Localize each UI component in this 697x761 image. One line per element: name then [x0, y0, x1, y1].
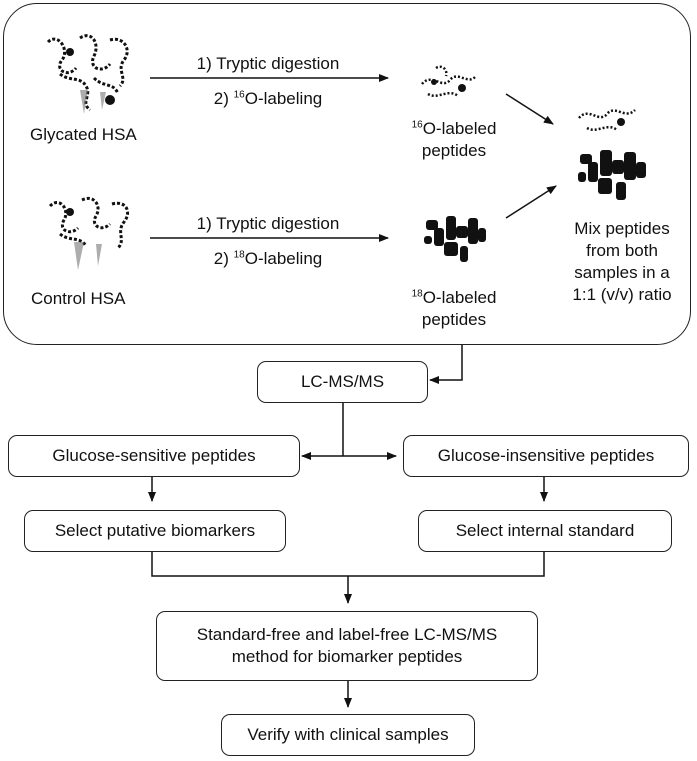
o18-labeled-peptides-label: 18O-labeled peptides	[411, 288, 497, 329]
control-hsa-structure-icon	[48, 197, 129, 270]
lcms-box: LC-MS/MS	[257, 361, 428, 403]
glucose-sensitive-box: Glucose-sensitive peptides	[8, 435, 300, 477]
select-internal-standard-box: Select internal standard	[418, 510, 672, 552]
arrow-o18-to-mix	[505, 185, 557, 219]
control-step2: 2) 18O-labeling	[213, 249, 323, 268]
glucose-insensitive-box: Glucose-insensitive peptides	[403, 435, 689, 477]
mix-peptides-label: Mix peptides from both samples in a 1:1 …	[572, 219, 672, 304]
select-biomarkers-box: Select putative biomarkers	[24, 510, 286, 552]
arrow-o16-to-mix	[505, 93, 554, 125]
glycated-step2: 2) 16O-labeling	[213, 89, 323, 108]
labeling-panel	[3, 3, 691, 345]
glycated-hsa-label: Glycated HSA	[30, 125, 137, 144]
o16-peptides-icon	[421, 65, 477, 98]
o16-labeled-peptides-label: 16O-labeled peptides	[411, 119, 497, 160]
method-box: Standard-free and label-free LC-MS/MS me…	[156, 611, 538, 681]
mixed-o16-peptides-icon	[578, 109, 636, 132]
mixed-o18-peptides-icon	[578, 150, 646, 200]
glycated-hsa-structure-icon	[46, 34, 129, 114]
verify-box: Verify with clinical samples	[221, 714, 475, 756]
o18-peptides-icon	[424, 216, 486, 262]
control-hsa-label: Control HSA	[31, 289, 126, 308]
glycated-step1: 1) Tryptic digestion	[196, 54, 340, 73]
method-line-1: Standard-free and label-free LC-MS/MS	[196, 625, 498, 644]
line-merge	[151, 552, 545, 577]
method-line-2: method for biomarker peptides	[231, 647, 463, 666]
arrow-panel-to-lcms	[429, 345, 463, 384]
control-step1: 1) Tryptic digestion	[196, 214, 340, 233]
